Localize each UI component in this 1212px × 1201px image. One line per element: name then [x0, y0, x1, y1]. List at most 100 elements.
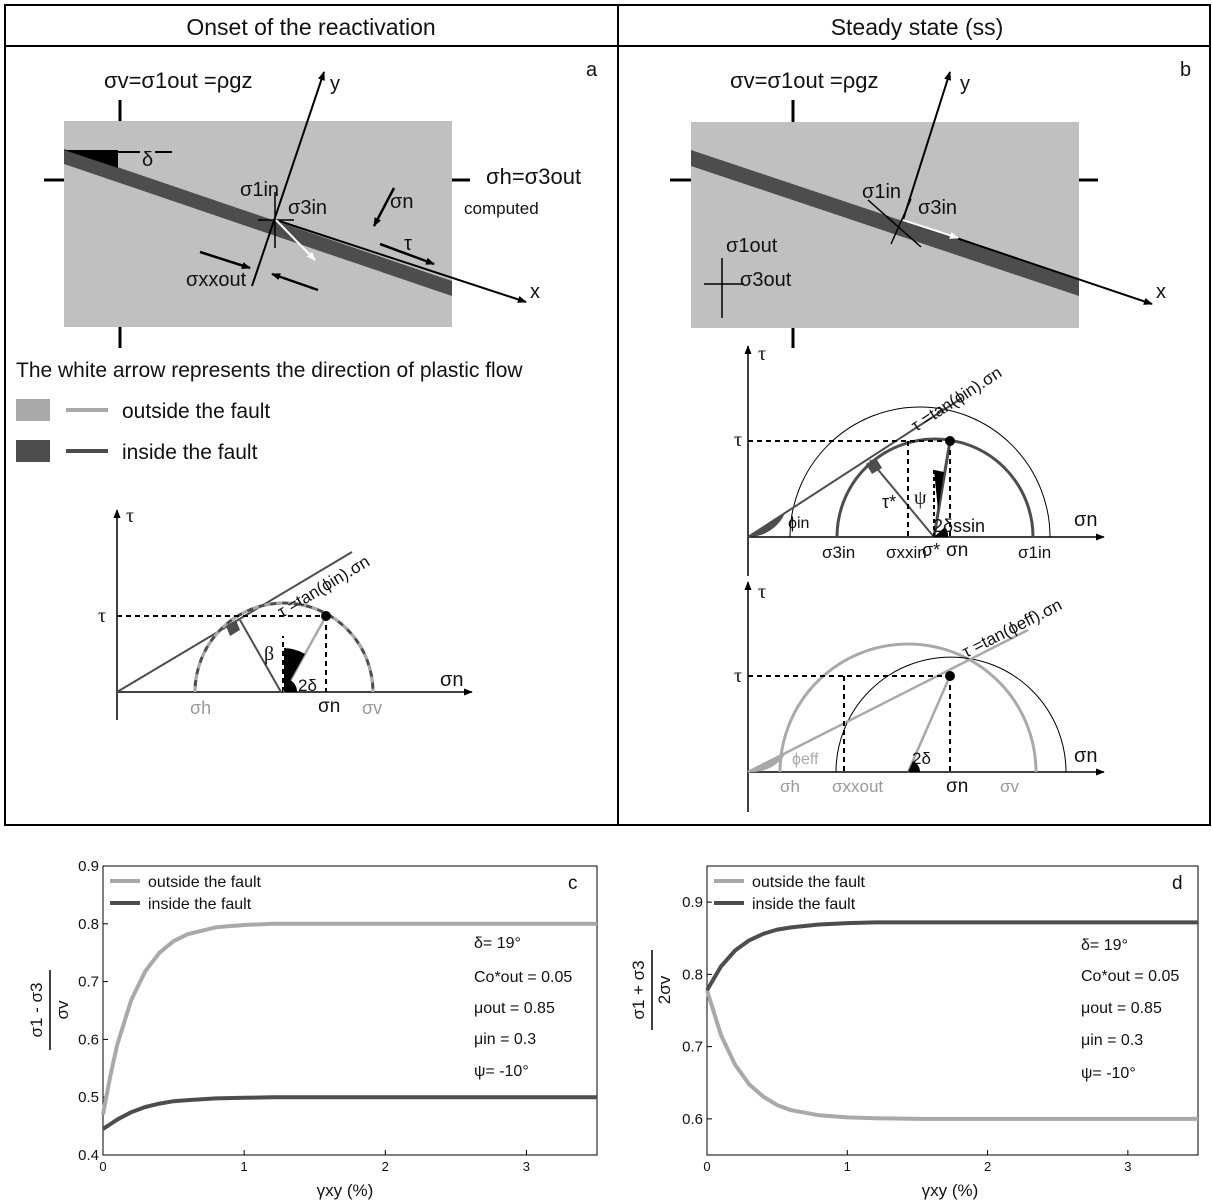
- sigma3-in-label: σ3in: [288, 197, 327, 219]
- chart-d-param-co: Co*out = 0.05: [1081, 968, 1179, 985]
- chart-d-series-inside: [705, 920, 1198, 992]
- delta-label: δ: [142, 149, 153, 171]
- legend-swatch-outside: [16, 399, 50, 421]
- mohr-b1-sigma3-in-tick: σ3in: [822, 543, 855, 562]
- mohr-a-tau-axis-label: τ: [126, 505, 134, 527]
- top-frame: [4, 4, 1211, 826]
- sigma-n-label: σn: [390, 191, 413, 213]
- legend-swatch-inside: [16, 440, 50, 462]
- chart-d-ylabel-denominator: 2σv: [655, 975, 674, 1004]
- chart-c-ylabel-denominator: σv: [53, 1000, 72, 1019]
- mohr-b1-sigma1-in-tick: σ1in: [1018, 543, 1051, 562]
- chart-d-letter: d: [1172, 873, 1183, 894]
- sigma-h-equation: σh=σ3out: [486, 164, 581, 189]
- mohr-b1-tau-axis-label: τ: [758, 343, 766, 365]
- panel-b-sigma-v-equation: σv=σ1out =ρgz: [730, 68, 879, 93]
- mohr-b2-failure-line-label: τ =tan(ϕeff).σn: [959, 595, 1065, 661]
- chart-c-param-mu-in: μin = 0.3: [474, 1031, 536, 1048]
- chart-c-legend-outside: outside the fault: [148, 874, 262, 891]
- mohr-b1-sigma-xx-in-tick: σxxin: [886, 543, 927, 562]
- mohr-b1-2delta-ss-label: 2δssin: [933, 516, 985, 536]
- chart-d-param-mu-in: μin = 0.3: [1081, 1032, 1143, 1049]
- mohr-b2-sigma-xx-out-tick: σxxout: [832, 777, 883, 796]
- panel-b-x-axis-label: x: [1156, 281, 1166, 303]
- mohr-b1-sigma-n-tick: σn: [946, 540, 968, 561]
- chart-c-series-inside: [101, 1095, 597, 1131]
- chart-d-ylabel-numerator: σ1 + σ3: [629, 960, 648, 1019]
- panel-b-block: [670, 71, 1153, 348]
- chart-d-param-psi: ψ= -10°: [1081, 1065, 1136, 1082]
- mohr-a-2delta-label: 2δ: [298, 676, 317, 695]
- chart-d-ytick-label: 0.9: [682, 894, 703, 911]
- mohr-b1-psi-label: ψ: [914, 487, 927, 509]
- chart-c-plot-area: [102, 865, 598, 1156]
- panel-b-sigma3-in-label: σ3in: [918, 197, 957, 219]
- mohr-diagram-a: [113, 509, 473, 720]
- chart-c-series: [101, 921, 597, 1131]
- panel-b-letter: b: [1180, 59, 1191, 81]
- computed-label: computed: [464, 199, 539, 218]
- chart-d-series-outside: [705, 989, 1198, 1121]
- chart-d-ytick-label: 0.7: [682, 1039, 703, 1056]
- chart-c-ytick-label: 0.4: [78, 1147, 99, 1164]
- chart-d-xtick-label: 1: [844, 1159, 851, 1174]
- panel-b-sigma1-in-label: σ1in: [862, 181, 901, 203]
- mohr-a-tau-tick: τ: [98, 605, 106, 627]
- legend-inside-label: inside the fault: [122, 441, 258, 464]
- panel-b-sigma3-out-label: σ3out: [740, 269, 792, 291]
- sigma-v-equation: σv=σ1out =ρgz: [104, 68, 253, 93]
- mohr-a-sigma-v-label: σv: [362, 698, 382, 718]
- mohr-b2-tau-axis-label: τ: [758, 581, 766, 603]
- chart-d-plot-area: [706, 865, 1199, 1156]
- chart-d-ytick-label: 0.6: [682, 1111, 703, 1128]
- chart-c-param-co: Co*out = 0.05: [474, 969, 572, 986]
- chart-c-ytick-label: 0.8: [78, 916, 99, 933]
- chart-c-xtick-label: 2: [382, 1159, 389, 1174]
- white-arrow-caption: The white arrow represents the direction…: [16, 359, 523, 382]
- chart-c-ytick-label: 0.9: [78, 858, 99, 875]
- panel-a-block: [44, 71, 527, 348]
- mohr-b1-tau-tick: τ: [734, 429, 742, 451]
- chart-d-param-delta: δ= 19°: [1081, 937, 1128, 954]
- mohr-a-sigma-n-tick: σn: [318, 696, 340, 717]
- chart-d-xtick-label: 3: [1124, 1159, 1131, 1174]
- panel-b-sigma1-out-label: σ1out: [726, 235, 778, 257]
- legend-outside-label: outside the fault: [122, 400, 270, 423]
- chart-c-ylabel-numerator: σ1 - σ3: [27, 982, 46, 1037]
- chart-d-xtick-label: 2: [984, 1159, 991, 1174]
- chart-c-letter: c: [568, 873, 578, 894]
- chart-c-ytick-label: 0.7: [78, 974, 99, 991]
- chart-d-xlabel: γxy (%): [922, 1181, 979, 1200]
- chart-c-param-mu-out: μout = 0.85: [474, 1000, 555, 1017]
- mohr-diagram-b2: [744, 581, 1105, 812]
- mohr-b2-sigma-n-axis-label: σn: [1074, 745, 1097, 767]
- mohr-a-sigma-n-axis-label: σn: [440, 669, 463, 691]
- chart-c-xtick-label: 0: [99, 1159, 106, 1174]
- mohr-b2-2delta-label: 2δ: [912, 749, 931, 768]
- mohr-a-sigma-h-label: σh: [190, 698, 211, 718]
- mohr-b2-sigma-v-tick: σv: [1000, 777, 1019, 796]
- mohr-b1-failure-line-label: τ =tan(ϕin).σn: [908, 363, 1005, 435]
- chart-d-legend-inside: inside the fault: [752, 896, 856, 913]
- chart-c-param-delta: δ= 19°: [474, 935, 521, 952]
- right-panel-title: Steady state (ss): [831, 14, 1004, 40]
- chart-c-xlabel: γxy (%): [317, 1181, 374, 1200]
- mohr-b1-sigma-n-axis-label: σn: [1074, 509, 1097, 531]
- chart-c-param-psi: ψ= -10°: [474, 1063, 529, 1080]
- mohr-b2-sigma-h-tick: σh: [780, 777, 800, 796]
- chart-c-ytick-label: 0.5: [78, 1089, 99, 1106]
- mohr-diagram-b1: [744, 345, 1105, 576]
- chart-c-series-outside: [101, 921, 597, 1115]
- chart-c-xtick-label: 1: [241, 1159, 248, 1174]
- left-panel-title: Onset of the reactivation: [186, 14, 435, 40]
- tau-label: τ: [404, 233, 412, 255]
- chart-d-legend-outside: outside the fault: [752, 874, 866, 891]
- chart-d-ytick-label: 0.8: [682, 966, 703, 983]
- x-axis-label: x: [530, 281, 540, 303]
- mohr-b1-taustar-label: τ*: [882, 492, 896, 512]
- mohr-b2-phi-label: ϕeff: [792, 751, 819, 768]
